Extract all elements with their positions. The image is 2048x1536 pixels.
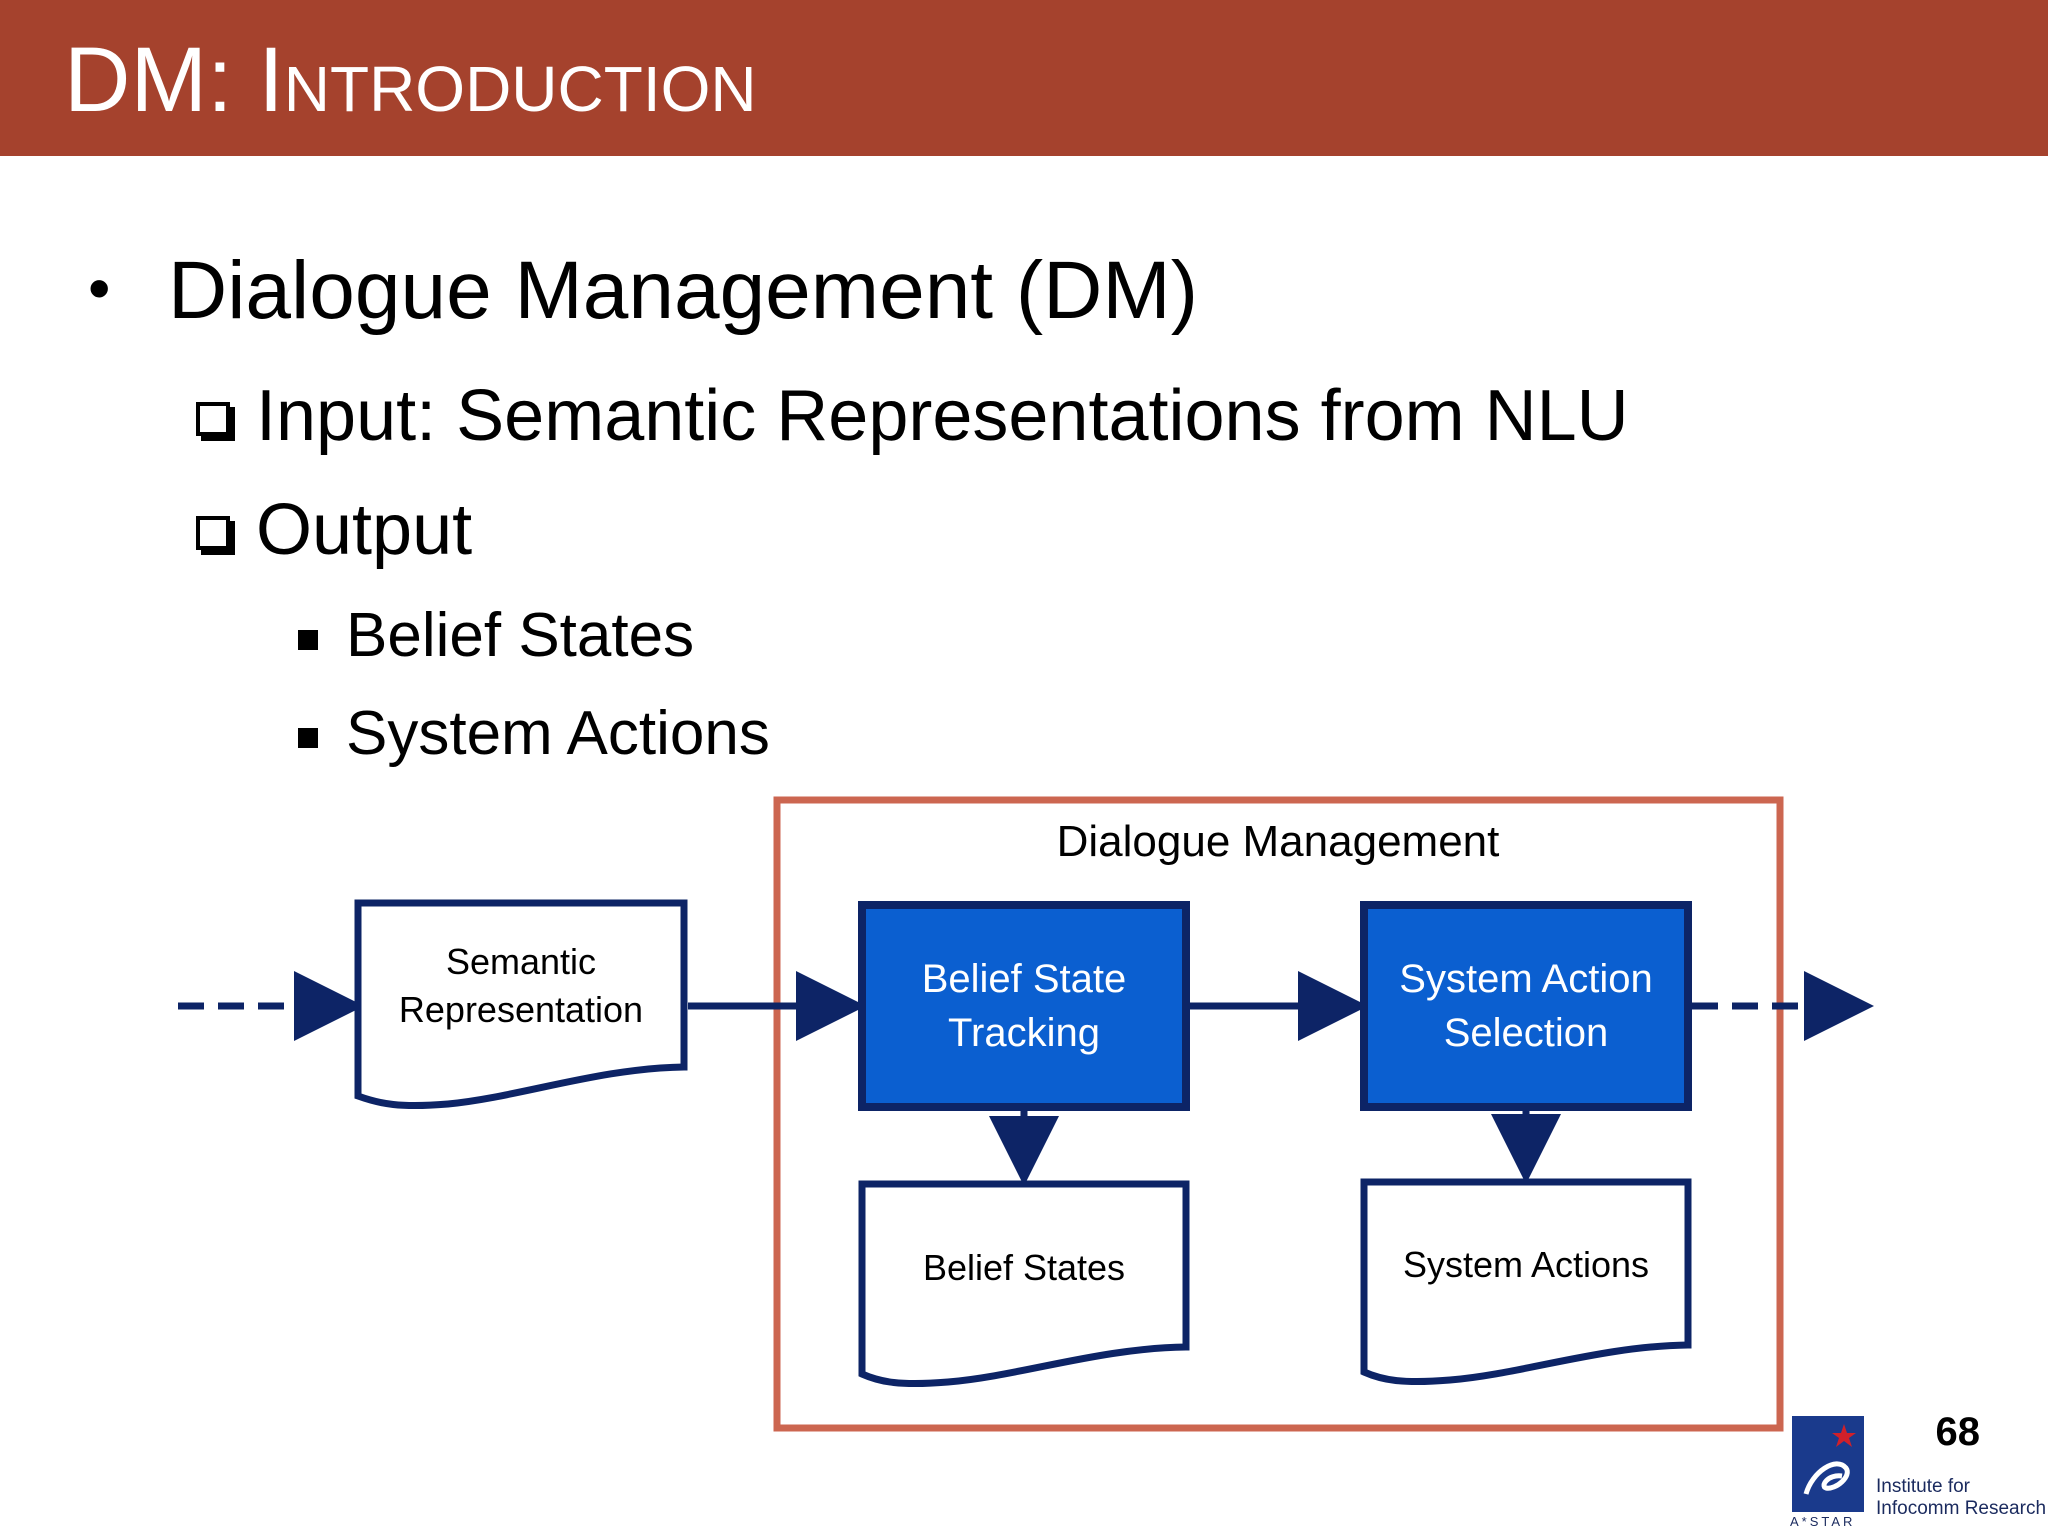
- bullet-output: Output: [196, 484, 472, 572]
- semantic-doc-line2: Representation: [399, 989, 643, 1030]
- page-number: 68: [1935, 1410, 1981, 1454]
- slide-title: DM: Introduction: [64, 30, 757, 130]
- sas-line1: System Action: [1399, 957, 1652, 1001]
- bullet-input: Input: Semantic Representations from NLU: [196, 370, 1629, 458]
- checkbox-bullet-icon: [196, 370, 256, 454]
- astar-logo-icon: [1792, 1416, 1864, 1512]
- bullet-system-actions: System Actions: [298, 692, 770, 770]
- semantic-representation-doc: [354, 899, 688, 1110]
- logo-institute-text: Institute for Infocomm Research: [1876, 1476, 2046, 1520]
- logo-line1: Institute for: [1876, 1476, 1970, 1497]
- bullet-input-text: Input: Semantic Representations from NLU: [256, 376, 1629, 456]
- slide-title-text: DM: Introduction: [64, 29, 757, 131]
- dm-container-box: [773, 796, 1784, 1432]
- belief-states-doc: [858, 1180, 1190, 1388]
- bullet-dot: •: [88, 252, 111, 324]
- bullet-system-actions-text: System Actions: [346, 699, 770, 768]
- slide-header: DM: Introduction: [0, 0, 2048, 156]
- system-actions-doc-label: System Actions: [1403, 1244, 1649, 1285]
- bst-line2: Tracking: [948, 1011, 1100, 1055]
- logo-line2: Infocomm Research: [1876, 1498, 2047, 1519]
- bullet-belief-states: Belief States: [298, 594, 694, 672]
- bullet-level1-text: Dialogue Management (DM): [168, 245, 1199, 336]
- bullet-belief-states-text: Belief States: [346, 601, 695, 670]
- sas-line2: Selection: [1444, 1011, 1609, 1055]
- belief-state-tracking-box: [858, 901, 1190, 1111]
- square-bullet-icon: [298, 692, 346, 764]
- dm-container-label: Dialogue Management: [1057, 817, 1500, 866]
- logo-astar-text: A*STAR: [1790, 1514, 1856, 1529]
- bst-line1: Belief State: [922, 957, 1127, 1001]
- checkbox-bullet-icon: [196, 484, 256, 568]
- system-actions-doc: [1360, 1178, 1692, 1386]
- square-bullet-icon: [298, 594, 346, 666]
- belief-states-doc-label: Belief States: [923, 1247, 1125, 1288]
- bullet-level1: • Dialogue Management (DM): [88, 240, 1198, 339]
- bullet-output-text: Output: [256, 490, 473, 570]
- semantic-doc-line1: Semantic: [446, 941, 596, 982]
- system-action-selection-box: [1360, 901, 1692, 1111]
